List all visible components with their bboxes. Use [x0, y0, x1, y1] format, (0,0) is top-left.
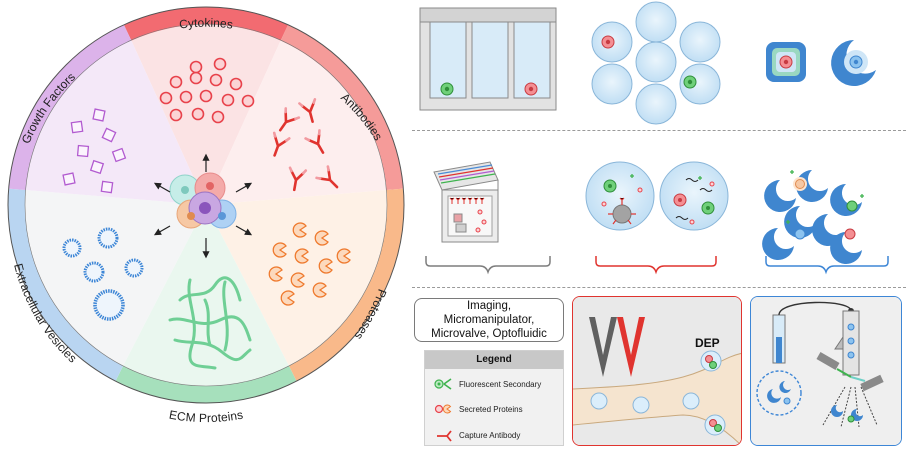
- divider-top: [412, 130, 906, 131]
- sector-growth: [25, 40, 206, 205]
- fluorescent-secondary-icon: [434, 378, 452, 390]
- sector-antibodies: [206, 40, 387, 205]
- methods-label: Imaging, Micromanipulator, Microvalve, O…: [414, 298, 564, 342]
- ring-antibodies: [280, 24, 404, 190]
- legend-item-capture-antibody: Capture Antibody: [459, 431, 521, 440]
- crescent-ring: [762, 170, 862, 264]
- slide-chip: [433, 161, 499, 243]
- droplet-assay-left: [585, 161, 655, 231]
- droplet-cluster: [591, 1, 721, 125]
- crescent-ring-cells: [786, 170, 864, 240]
- sector-ecm: [123, 205, 289, 387]
- legend-item-secreted-proteins: Secreted Proteins: [459, 405, 523, 414]
- hydrogel-particle: [766, 42, 806, 82]
- secreted-proteins-icon: [434, 404, 452, 414]
- nanowell-chip: [419, 7, 557, 111]
- growth-factor-icons: [62, 108, 127, 194]
- ring-cytokines: [123, 6, 289, 41]
- ring-ev: [7, 188, 124, 382]
- divider-bottom: [412, 287, 906, 288]
- legend-title: Legend: [425, 351, 563, 369]
- ecm-fibers: [168, 276, 252, 370]
- legend-item-fluorescent-secondary: Fluorescent Secondary: [459, 380, 542, 389]
- cell-cluster: [169, 172, 237, 229]
- bracket-red: [595, 256, 717, 275]
- antibody-icons: [272, 98, 339, 192]
- secretome-wheel: Cytokines Antibodies Proteases ECM Prote…: [7, 6, 405, 426]
- cytokine-dots: [159, 57, 255, 124]
- ring-proteases: [289, 188, 405, 382]
- protease-icons: [268, 222, 351, 306]
- ring-growth: [8, 24, 132, 190]
- legend-icons: [434, 378, 452, 442]
- ev-icons: [62, 227, 144, 321]
- label-ecm: ECM Proteins: [168, 408, 244, 426]
- methods-label-text: Imaging, Micromanipulator, Microvalve, O…: [431, 300, 547, 340]
- optofluidic-panel: [750, 296, 902, 446]
- droplet-assay-right: [659, 161, 729, 231]
- bracket-blue: [765, 256, 889, 275]
- legend: Legend Fluorescent Secondary Secreted Pr…: [424, 350, 564, 446]
- dep-label: DEP: [695, 336, 720, 350]
- ring-ecm: [115, 366, 297, 404]
- dep-illustration: DEP: [573, 297, 741, 445]
- label-cytokines: Cytokines: [178, 16, 234, 32]
- optofluidic-illustration: [751, 297, 901, 445]
- capture-antibody-icon: [437, 430, 452, 442]
- dep-panel: DEP: [572, 296, 742, 446]
- secretion-arrows: [153, 153, 253, 259]
- droplet-cells: [601, 35, 697, 89]
- crescent-particle: [831, 40, 876, 86]
- sector-cytokines: [131, 24, 281, 206]
- bracket-gray: [425, 256, 551, 275]
